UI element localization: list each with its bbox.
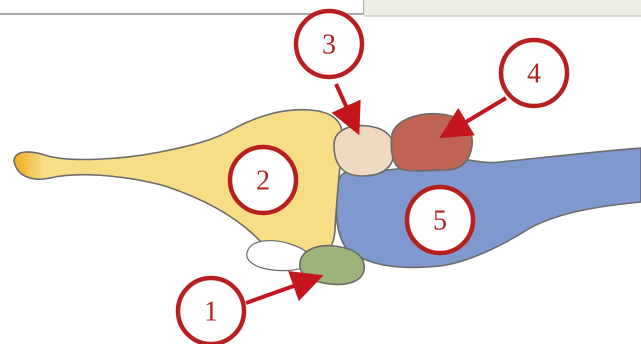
marker-1-label: 1 [204,297,218,328]
arrow-3 [336,84,356,128]
cerebellum-region [391,114,472,171]
marker-2: 2 [230,147,296,213]
left-panel-edge [0,0,364,14]
marker-4-label: 4 [527,59,541,90]
marker-1: 1 [178,278,244,344]
midbrain-region [334,126,394,176]
marker-3: 3 [296,11,362,77]
arrow-4 [446,98,506,134]
right-panel-bar [364,0,641,16]
marker-5-label: 5 [433,206,447,237]
marker-4: 4 [501,40,567,106]
marker-3-label: 3 [322,30,336,61]
marker-2-label: 2 [256,166,270,197]
marker-5: 5 [407,187,473,253]
arrow-1 [246,278,316,303]
